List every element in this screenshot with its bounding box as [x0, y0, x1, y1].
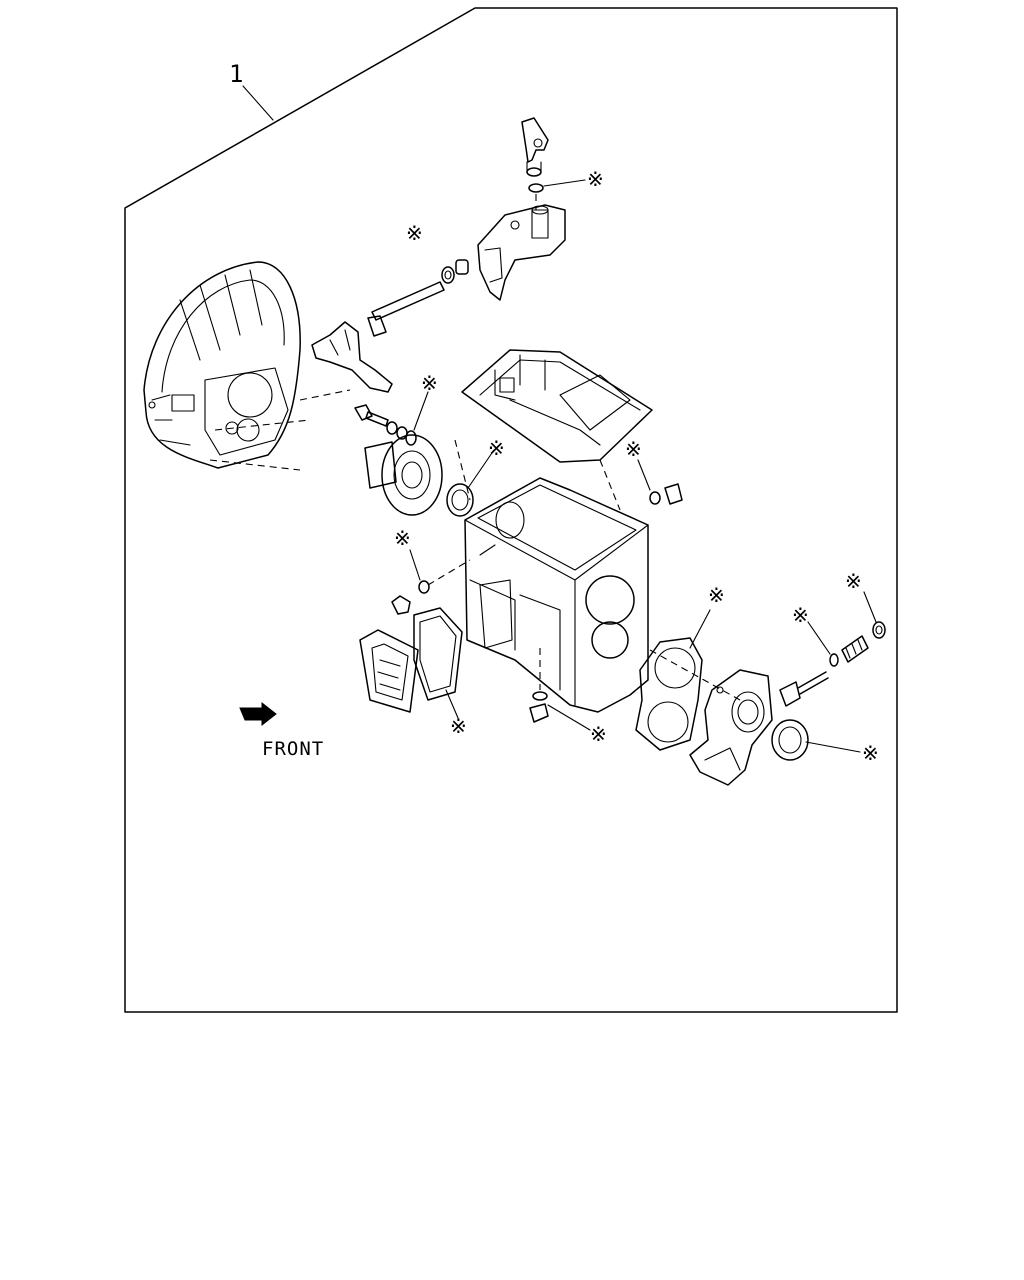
front-label: FRONT [262, 738, 324, 760]
kit-callout: 1 [229, 60, 274, 121]
speedometer-driven-gear [841, 635, 869, 663]
kit-mark-6: ※ [394, 526, 411, 550]
kit-mark-5: ※ [625, 437, 642, 461]
side-cover-plate [359, 629, 419, 713]
kit-mark-12: ※ [862, 741, 879, 765]
kit-mark-9: ※ [792, 603, 809, 627]
front-oil-seal [446, 449, 495, 517]
rear-oil-seal [771, 719, 861, 761]
kit-mark-2: ※ [406, 221, 423, 245]
front-arrow-icon [239, 701, 277, 727]
kit-mark-3: ※ [421, 371, 438, 395]
shift-control-housing [477, 204, 566, 301]
kit-mark-10: ※ [450, 714, 467, 738]
top-cover [461, 349, 653, 463]
drain-plug-upper [637, 459, 683, 505]
kit-mark-8: ※ [708, 583, 725, 607]
drain-plug-bottom [529, 691, 591, 731]
speedometer-sleeve [779, 621, 839, 707]
speedometer-seal [863, 591, 886, 639]
rear-extension-housing [689, 669, 773, 786]
front-indicator: FRONT [239, 701, 324, 760]
front-cover-bolts [354, 391, 429, 446]
kit-mark-7: ※ [845, 569, 862, 593]
kit-mark-4: ※ [488, 436, 505, 460]
side-cover-gasket [413, 607, 463, 719]
kit-marks: ※ ※ ※ ※ ※ ※ ※ ※ ※ ※ ※ ※ [394, 167, 879, 765]
shift-lever [521, 117, 549, 177]
kit-mark-1: ※ [587, 167, 604, 191]
kit-mark-11: ※ [590, 722, 607, 746]
rear-gasket [635, 609, 711, 751]
shift-fork [311, 321, 393, 393]
kit-frame [124, 7, 898, 1013]
oring-left [409, 549, 430, 594]
shift-shaft [367, 281, 445, 337]
assembly-lines [209, 389, 741, 701]
callout-number: 1 [229, 60, 243, 88]
transmission-case [464, 477, 649, 713]
front-bearing-retainer [364, 434, 443, 516]
shaft-bushing [441, 259, 469, 284]
washer-top [528, 179, 586, 210]
plug-lower-left [391, 595, 411, 615]
clutch-housing [143, 261, 301, 469]
